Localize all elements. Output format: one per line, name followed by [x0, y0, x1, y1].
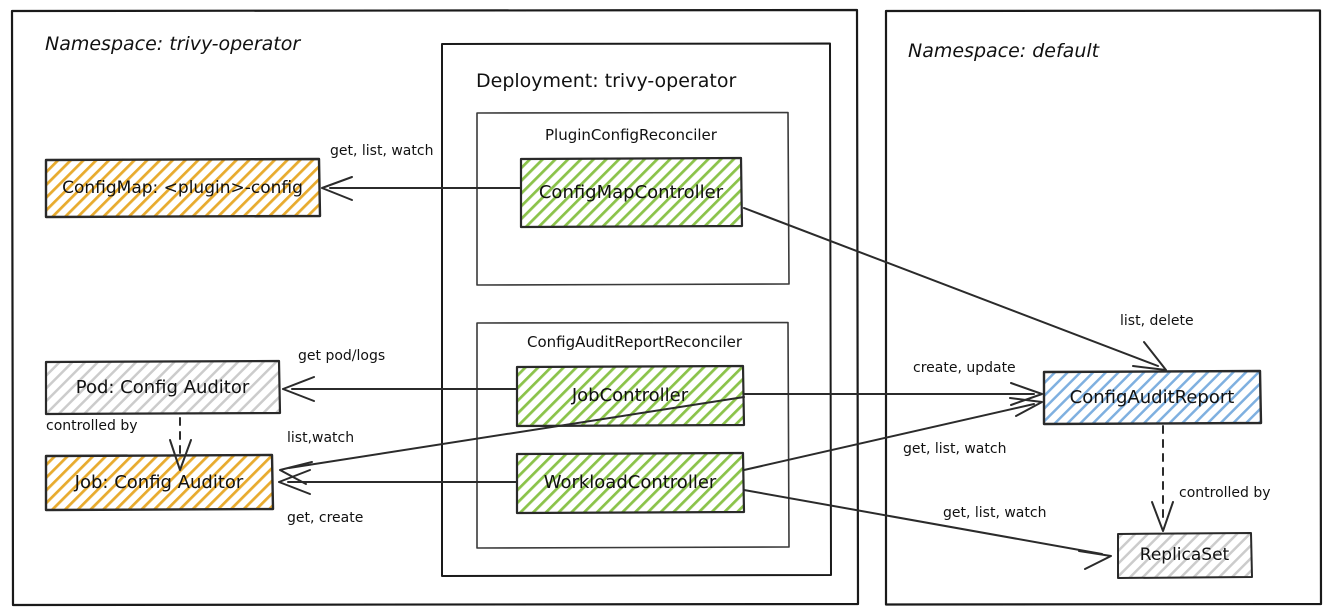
edge-label-jobcontroller-to-configauditreport: create, update — [911, 360, 1018, 376]
node-shapes — [44, 156, 1263, 579]
edge-label-configmapcontroller-to-configauditreport: list, delete — [1118, 313, 1196, 329]
edge-label-workloadcontroller-to-replicaset: get, list, watch — [941, 505, 1049, 521]
group-title-plugin-config-reconciler: PluginConfigReconciler — [545, 126, 717, 144]
edge-label-jobcontroller-to-job: get, create — [285, 510, 366, 526]
edge-label-workloadcontroller-to-configauditreport: get, list, watch — [901, 441, 1009, 457]
group-frames — [10, 8, 1323, 607]
edge-label-jobcontroller-to-pod: get pod/logs — [296, 348, 388, 364]
edge-label-configauditreport-controlled-by-replicaset: controlled by — [1177, 485, 1273, 501]
group-title-deployment: Deployment: trivy-operator — [476, 70, 737, 92]
edge-label-configmapcontroller-to-configmap: get, list, watch — [328, 143, 436, 159]
edge-label-workloadcontroller-to-job: list,watch — [285, 430, 357, 446]
group-title-config-audit-report-reconciler: ConfigAuditReportReconciler — [527, 333, 743, 351]
group-title-ns-trivy-operator: Namespace: trivy-operator — [45, 33, 301, 55]
edge-label-pod-controlled-by-job: controlled by — [44, 418, 140, 434]
group-title-ns-default: Namespace: default — [908, 40, 1100, 62]
edge-connectors — [169, 176, 1174, 570]
